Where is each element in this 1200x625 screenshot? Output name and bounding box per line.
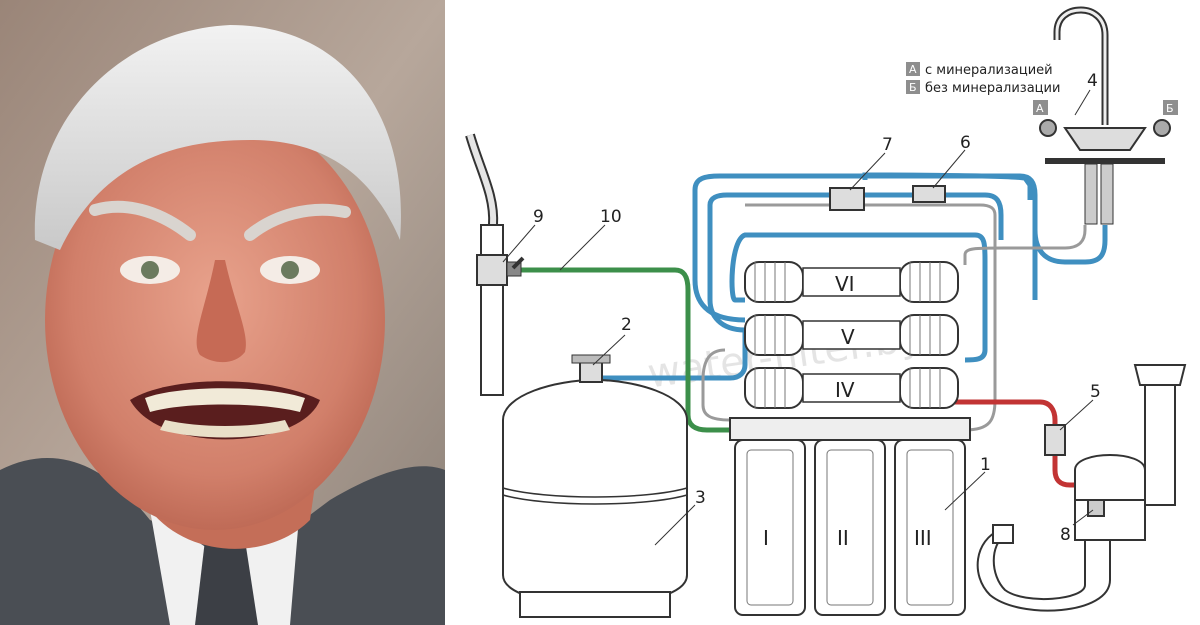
blue-pipe-loop-1 bbox=[692, 173, 1038, 323]
legend-b-box bbox=[906, 80, 920, 94]
stage-II-label: II bbox=[837, 526, 849, 550]
stage-VI-label: VI bbox=[835, 272, 855, 296]
gray-pipe-1 bbox=[963, 225, 1087, 265]
check-valve-6 bbox=[912, 185, 946, 203]
flow-restrictor-7 bbox=[829, 187, 865, 211]
green-pipe bbox=[520, 267, 730, 433]
drain-saddle-8 bbox=[1087, 499, 1105, 517]
label-8: 8 bbox=[1060, 525, 1071, 545]
portrait-photo bbox=[0, 0, 445, 625]
stage-IV-label: IV bbox=[835, 378, 855, 402]
label-9: 9 bbox=[533, 207, 544, 227]
blue-pipe-loop-3 bbox=[729, 232, 988, 363]
label-5: 5 bbox=[1090, 382, 1101, 402]
label-6: 6 bbox=[960, 133, 971, 153]
label-10: 10 bbox=[600, 207, 622, 227]
tap-letter-b: Б bbox=[1166, 102, 1174, 115]
gray-pipe-3 bbox=[745, 203, 997, 432]
legend-a-box bbox=[906, 62, 920, 76]
stage-V-label: V bbox=[841, 325, 855, 349]
membrane-housings bbox=[744, 261, 959, 409]
supply-pipe bbox=[480, 224, 504, 396]
sink-siphon bbox=[976, 364, 1187, 612]
prefilter-housings bbox=[729, 417, 971, 616]
label-7: 7 bbox=[882, 135, 893, 155]
legend-a-text: с минерализацией bbox=[925, 63, 1053, 78]
legend-b-text: без минерализации bbox=[925, 81, 1060, 96]
filter-diagram: water-filter.by I II III bbox=[465, 6, 1187, 618]
stage-III-label: III bbox=[914, 526, 932, 550]
gray-pipe-2 bbox=[701, 348, 731, 422]
label-4: 4 bbox=[1087, 71, 1098, 91]
legend-a-key: А bbox=[909, 63, 917, 76]
faucet bbox=[1039, 6, 1171, 225]
label-3: 3 bbox=[695, 488, 706, 508]
stage-I-label: I bbox=[763, 526, 769, 550]
tap-letter-a: А bbox=[1036, 102, 1044, 115]
drain-flow-5 bbox=[1044, 424, 1066, 456]
tap-letter-b-box bbox=[1163, 100, 1178, 115]
tank-stand bbox=[519, 591, 671, 618]
valve-9-body bbox=[476, 254, 508, 286]
storage-tank bbox=[502, 378, 688, 607]
blue-pipe-faucet bbox=[1032, 225, 1108, 265]
label-2: 2 bbox=[621, 315, 632, 335]
blue-pipe-loop-2 bbox=[707, 192, 1004, 333]
legend-b-key: Б bbox=[909, 81, 917, 94]
leader-lines bbox=[502, 89, 1094, 546]
tap-letter-a-box bbox=[1033, 100, 1048, 115]
blue-pipe-tank bbox=[595, 330, 748, 381]
label-1: 1 bbox=[980, 455, 991, 475]
